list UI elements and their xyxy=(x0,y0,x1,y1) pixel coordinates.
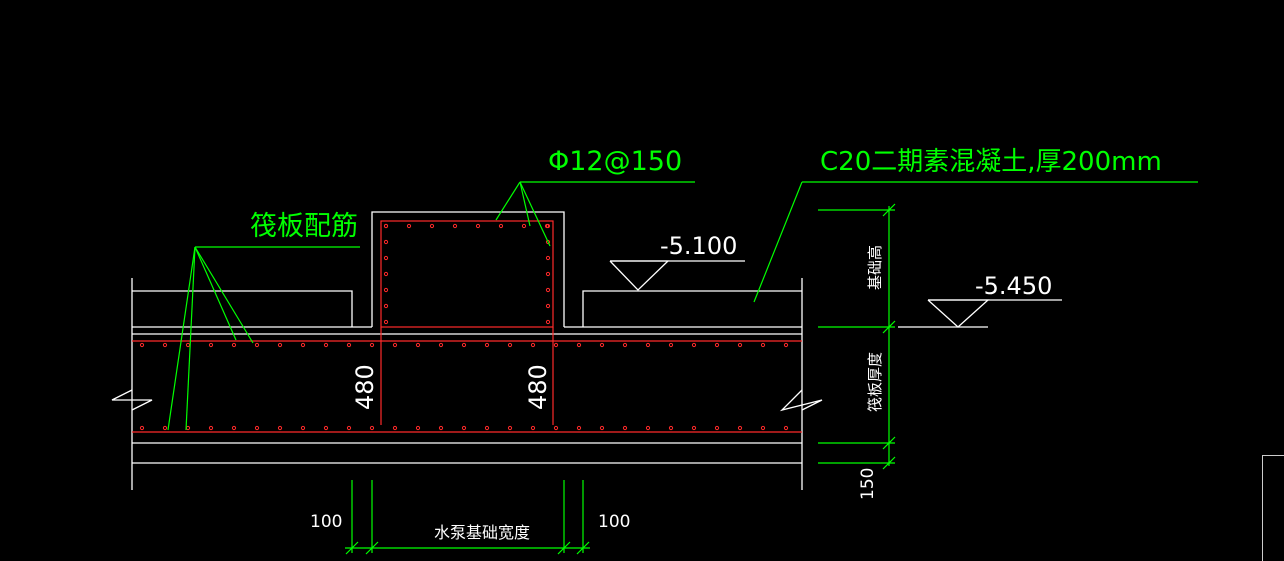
dim-100-right-label: 100 xyxy=(598,512,630,532)
rebar-dot xyxy=(185,342,191,348)
rebar-dot xyxy=(369,425,375,431)
rebar-dot xyxy=(545,255,551,261)
rebar-dot xyxy=(383,223,389,229)
rebar-dot xyxy=(521,223,527,229)
rebar-dot xyxy=(383,239,389,245)
rebar-dot xyxy=(323,342,329,348)
rebar-dot xyxy=(553,425,559,431)
rebar-dot xyxy=(231,342,237,348)
rebar-dot xyxy=(668,425,674,431)
rebar-dot xyxy=(139,342,145,348)
structure-outline xyxy=(111,211,823,490)
rebar-dot xyxy=(714,342,720,348)
rebar-dot xyxy=(369,342,375,348)
rebar-dot xyxy=(668,342,674,348)
rebar-dot xyxy=(406,223,412,229)
rebar-dot xyxy=(737,425,743,431)
foundation-height-label: 基础高 xyxy=(866,245,884,290)
dim-480-left-label: 480 xyxy=(351,364,379,410)
rebar-dot xyxy=(576,425,582,431)
rebar-dot xyxy=(622,342,628,348)
rebar-dot xyxy=(545,271,551,277)
rebar-dot xyxy=(622,425,628,431)
elevation-top-label: -5.100 xyxy=(660,232,737,260)
rebar-dot xyxy=(530,425,536,431)
dim-100-left-label: 100 xyxy=(310,512,342,532)
raft-thickness-label: 筏板厚度 xyxy=(866,352,884,412)
rebar-dot xyxy=(415,342,421,348)
pump-width-label: 水泵基础宽度 xyxy=(434,523,530,542)
rebar-dot xyxy=(576,342,582,348)
viewport-frame-corner xyxy=(1262,455,1284,561)
rebar-dot xyxy=(783,342,789,348)
rebar-dot xyxy=(714,425,720,431)
elevation-markers xyxy=(609,260,1062,328)
rebar-lines xyxy=(132,220,802,433)
rebar-dot xyxy=(162,425,168,431)
rebar-dot xyxy=(507,425,513,431)
rebar-dot xyxy=(162,342,168,348)
rebar-dot xyxy=(383,255,389,261)
rebar-dot-markers xyxy=(139,223,789,431)
rebar-dot xyxy=(300,425,306,431)
rebar-dot xyxy=(383,287,389,293)
rebar-dot xyxy=(737,342,743,348)
rebar-dot xyxy=(254,425,260,431)
rebar-dot xyxy=(507,342,513,348)
rebar-dot xyxy=(545,319,551,325)
annotation-lines xyxy=(167,181,1198,555)
dim-150-label: 150 xyxy=(858,468,878,500)
rebar-dot xyxy=(475,223,481,229)
concrete-note-label: C20二期素混凝土,厚200mm xyxy=(820,147,1162,177)
rebar-dot xyxy=(208,425,214,431)
rebar-dot xyxy=(208,342,214,348)
rebar-dot xyxy=(277,342,283,348)
rebar-dot xyxy=(484,342,490,348)
rebar-spec-label: Φ12@150 xyxy=(548,146,682,177)
rebar-dot xyxy=(452,223,458,229)
rebar-dot xyxy=(545,223,551,229)
rebar-dot xyxy=(392,342,398,348)
rebar-dot xyxy=(545,303,551,309)
rebar-dot xyxy=(645,342,651,348)
rebar-dot xyxy=(530,342,536,348)
rebar-dot xyxy=(599,425,605,431)
rebar-dot xyxy=(383,271,389,277)
rebar-dot xyxy=(231,425,237,431)
rebar-dot xyxy=(760,342,766,348)
rebar-dot xyxy=(760,425,766,431)
rebar-dot xyxy=(254,342,260,348)
rebar-dot xyxy=(783,425,789,431)
rebar-dot xyxy=(346,425,352,431)
rebar-dot xyxy=(691,425,697,431)
rebar-dot xyxy=(553,342,559,348)
rebar-dot xyxy=(185,425,191,431)
rebar-dot xyxy=(484,425,490,431)
rebar-dot xyxy=(429,223,435,229)
rebar-dot xyxy=(300,342,306,348)
rebar-dot xyxy=(346,342,352,348)
rebar-dot xyxy=(545,287,551,293)
rebar-dot xyxy=(415,425,421,431)
rebar-dot xyxy=(277,425,283,431)
rebar-dot xyxy=(599,342,605,348)
dim-480-right-label: 480 xyxy=(524,364,552,410)
rebar-dot xyxy=(392,425,398,431)
rebar-dot xyxy=(461,425,467,431)
rebar-dot xyxy=(323,425,329,431)
rebar-dot xyxy=(383,303,389,309)
rebar-dot xyxy=(691,342,697,348)
rebar-dot xyxy=(645,425,651,431)
elevation-right-label: -5.450 xyxy=(975,272,1052,300)
rebar-dot xyxy=(438,425,444,431)
rebar-dot xyxy=(461,342,467,348)
rebar-dot xyxy=(383,319,389,325)
rebar-dot xyxy=(139,425,145,431)
raft-rebar-label: 筏板配筋 xyxy=(250,211,358,242)
rebar-dot xyxy=(498,223,504,229)
rebar-dot xyxy=(438,342,444,348)
